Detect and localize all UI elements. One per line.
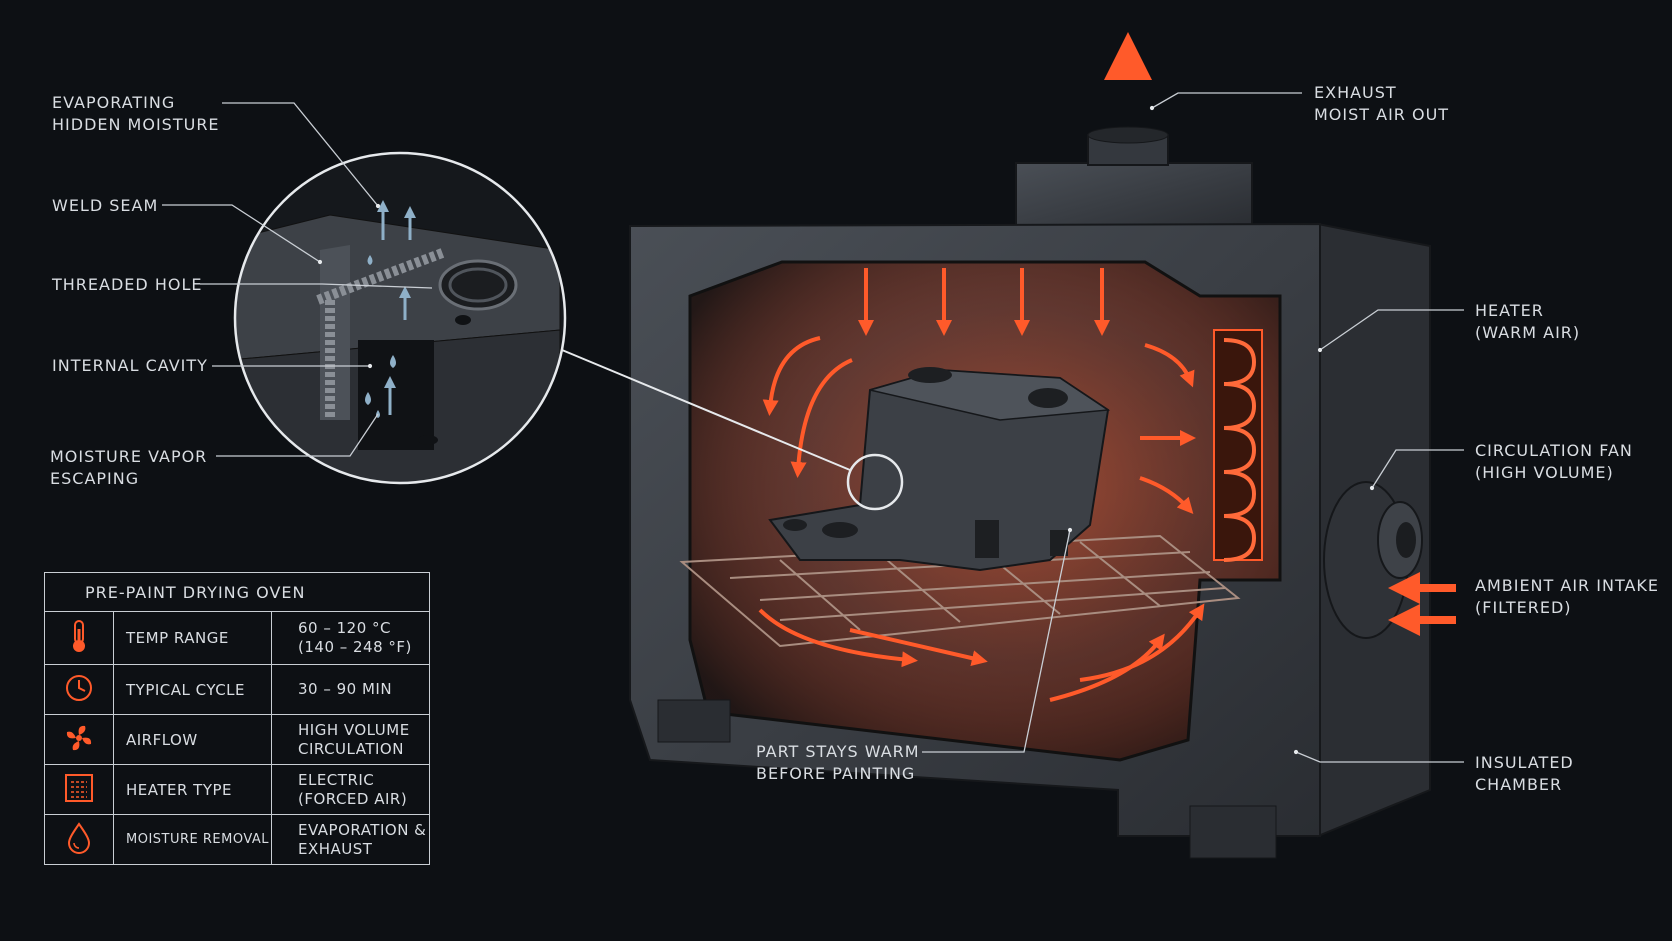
oven: [629, 31, 1456, 859]
spec-name: MOISTURE REMOVAL: [113, 814, 272, 865]
steel-part: [768, 367, 1111, 572]
callout-ambient-intake: AMBIENT AIR INTAKE (FILTERED): [1475, 576, 1660, 617]
zoom-target: [846, 453, 904, 511]
spec-value: 60 – 120 °C (140 – 248 °F): [271, 611, 430, 665]
callout-internal-cavity: INTERNAL CAVITY: [52, 356, 208, 375]
fan-icon: [66, 725, 92, 750]
callout-heater: HEATER (WARM AIR): [1475, 301, 1581, 342]
spec-name: TYPICAL CYCLE: [113, 664, 272, 715]
callout-weld-seam: WELD SEAM: [52, 196, 159, 215]
leader-lines: [162, 92, 1464, 763]
table-row: AIRFLOW HIGH VOLUME CIRCULATION: [44, 714, 430, 765]
oven-foot: [657, 699, 731, 743]
callout-threaded-hole: THREADED HOLE: [52, 275, 203, 294]
oven-foot: [1189, 805, 1277, 859]
exhaust-box: [1015, 162, 1253, 228]
spec-name: AIRFLOW: [113, 714, 272, 765]
table-row: HEATER TYPE ELECTRIC (FORCED AIR): [44, 764, 430, 815]
spec-value: ELECTRIC (FORCED AIR): [271, 764, 430, 815]
zoom-circle: [233, 151, 567, 485]
heater-icon: [65, 773, 93, 802]
spec-value: 30 – 90 MIN: [271, 664, 430, 715]
airflow-arrows: [758, 268, 1205, 702]
callout-evaporating-moisture: EVAPORATING HIDDEN MOISTURE: [52, 93, 220, 134]
spec-name: HEATER TYPE: [113, 764, 272, 815]
spec-table-title: PRE-PAINT DRYING OVEN: [44, 572, 430, 612]
callout-moisture-vapor: MOISTURE VAPOR ESCAPING: [50, 447, 208, 488]
droplet-icons: [365, 255, 396, 418]
zoom-connector: [561, 349, 851, 471]
spec-name: TEMP RANGE: [113, 611, 272, 665]
table-row: MOISTURE REMOVAL EVAPORATION & EXHAUST: [44, 814, 430, 865]
spec-value: EVAPORATION & EXHAUST: [271, 814, 430, 865]
spec-table: PRE-PAINT DRYING OVEN TEMP RANGE 60 – 12…: [44, 572, 430, 865]
moisture-arrows: [377, 200, 416, 415]
table-row: TEMP RANGE 60 – 120 °C (140 – 248 °F): [44, 611, 430, 665]
callout-exhaust: EXHAUST MOIST AIR OUT: [1314, 83, 1450, 124]
table-row: TYPICAL CYCLE 30 – 90 MIN: [44, 664, 430, 715]
zoom-detail: [233, 151, 851, 485]
thermometer-icon: [73, 620, 85, 652]
spec-value: HIGH VOLUME CIRCULATION: [271, 714, 430, 765]
clock-icon: [66, 674, 92, 701]
callout-insulated-chamber: INSULATED CHAMBER: [1475, 753, 1574, 794]
callout-circulation-fan: CIRCULATION FAN (HIGH VOLUME): [1475, 441, 1633, 482]
spec-table-header: PRE-PAINT DRYING OVEN: [44, 572, 430, 612]
callout-part-warm: PART STAYS WARM BEFORE PAINTING: [756, 742, 920, 783]
heater-coil: [1213, 329, 1263, 562]
droplet-icon: [67, 821, 91, 854]
intake-arrows: [1388, 572, 1456, 636]
